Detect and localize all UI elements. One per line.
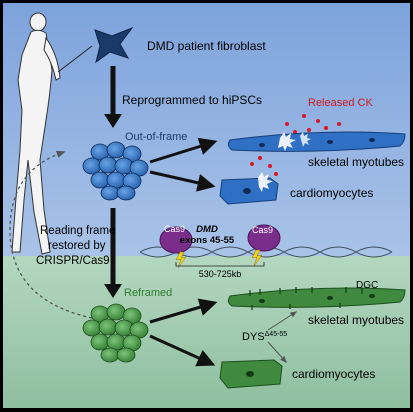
dys-label: DYSΔ45-55 xyxy=(242,331,287,343)
cut-bolt-left xyxy=(175,251,187,269)
dmd-gene-label: DMD xyxy=(196,224,218,235)
rupture-burst-cardio xyxy=(258,172,273,192)
cardiomyocytes-label-bottom: cardiomyocytes xyxy=(292,367,375,381)
skeletal-myotube-bottom xyxy=(227,287,406,308)
myotube-nuclei-top xyxy=(259,138,375,147)
cardiomyocytes-label-top: cardiomyocytes xyxy=(290,186,373,200)
exons-label: exons 45-55 xyxy=(180,235,235,246)
cas9-right xyxy=(247,224,281,252)
cas9-left xyxy=(159,226,193,254)
fibroblast-label: DMD patient fibroblast xyxy=(147,39,266,53)
feedback-dotted-arrow xyxy=(9,150,93,319)
kb-range-label: 530-725kb xyxy=(199,269,242,279)
arrow-to-skeletal-top xyxy=(149,137,218,164)
restored-line3: CRISPR/Cas9 xyxy=(36,255,110,267)
cardiomyocyte-nucleus-top xyxy=(243,188,251,194)
reframed-label: Reframed xyxy=(124,287,172,299)
out-of-frame-label: Out-of-frame xyxy=(125,131,187,143)
dys-arrow-down xyxy=(267,341,287,364)
dys-prefix: DYS xyxy=(242,331,265,343)
kb-bracket xyxy=(175,262,265,267)
bottom-panel xyxy=(3,256,410,408)
dgc-label: DGC xyxy=(356,280,378,291)
rupture-burst-skeletal-2 xyxy=(300,132,311,147)
hipsc-cluster-reframed xyxy=(82,303,149,363)
reprogram-arrowhead xyxy=(104,114,122,128)
skeletal-myotube-top xyxy=(227,131,406,152)
fibroblast-cell xyxy=(94,26,134,64)
cardiomyocyte-nucleus-bottom xyxy=(246,371,254,377)
dys-superscript: Δ45-55 xyxy=(265,331,288,338)
rupture-burst-skeletal xyxy=(278,132,296,151)
patient-figure xyxy=(11,12,61,255)
restored-line2: restored by xyxy=(48,240,106,252)
arrow-to-skeletal-bottom xyxy=(149,298,218,324)
restore-arrowhead xyxy=(104,284,122,298)
skeletal-myotubes-label-bottom: skeletal myotubes xyxy=(308,313,404,327)
cas9-right-label: Cas9 xyxy=(252,225,273,235)
cas9-left-label: Cas9 xyxy=(164,224,185,234)
dgc-markers xyxy=(249,287,363,310)
skeletal-myotubes-label-top: skeletal myotubes xyxy=(308,155,404,169)
cut-bolt-right xyxy=(251,249,263,267)
arrow-to-cardio-bottom xyxy=(149,334,216,367)
dys-arrow-up xyxy=(267,311,298,331)
reprogrammed-label: Reprogrammed to hiPSCs xyxy=(122,93,262,107)
top-panel xyxy=(3,3,410,256)
myotube-nuclei-bottom xyxy=(259,294,375,303)
hipsc-cluster-out-of-frame xyxy=(82,141,149,201)
released-ck-label: Released CK xyxy=(308,97,373,109)
ck-particles xyxy=(250,114,341,176)
arrow-to-cardio-top xyxy=(149,170,216,192)
patient-pointer xyxy=(57,45,93,73)
restored-line1: Reading frame xyxy=(40,225,115,237)
